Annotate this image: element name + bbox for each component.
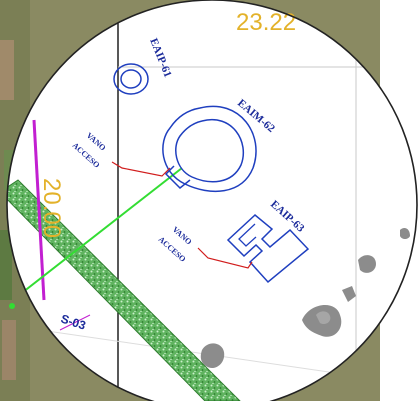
structure-eaip-63 bbox=[226, 214, 310, 284]
pipe-endpoint-marker bbox=[9, 303, 15, 309]
structure-eaip-61 bbox=[113, 63, 149, 95]
rock-outcrops bbox=[200, 228, 410, 369]
boundary-line-thin bbox=[59, 314, 91, 331]
elevation-label-20-00: 20.00 bbox=[38, 178, 65, 238]
elevation-label-23-22: 23.22 bbox=[236, 9, 296, 36]
boundary-line bbox=[32, 119, 46, 301]
pipe-line bbox=[7, 167, 183, 311]
structure-eaim-62 bbox=[162, 105, 257, 193]
access-leader-lines bbox=[111, 161, 253, 269]
magnifier-lens-border bbox=[6, 0, 418, 401]
vegetation-band bbox=[7, 179, 242, 401]
